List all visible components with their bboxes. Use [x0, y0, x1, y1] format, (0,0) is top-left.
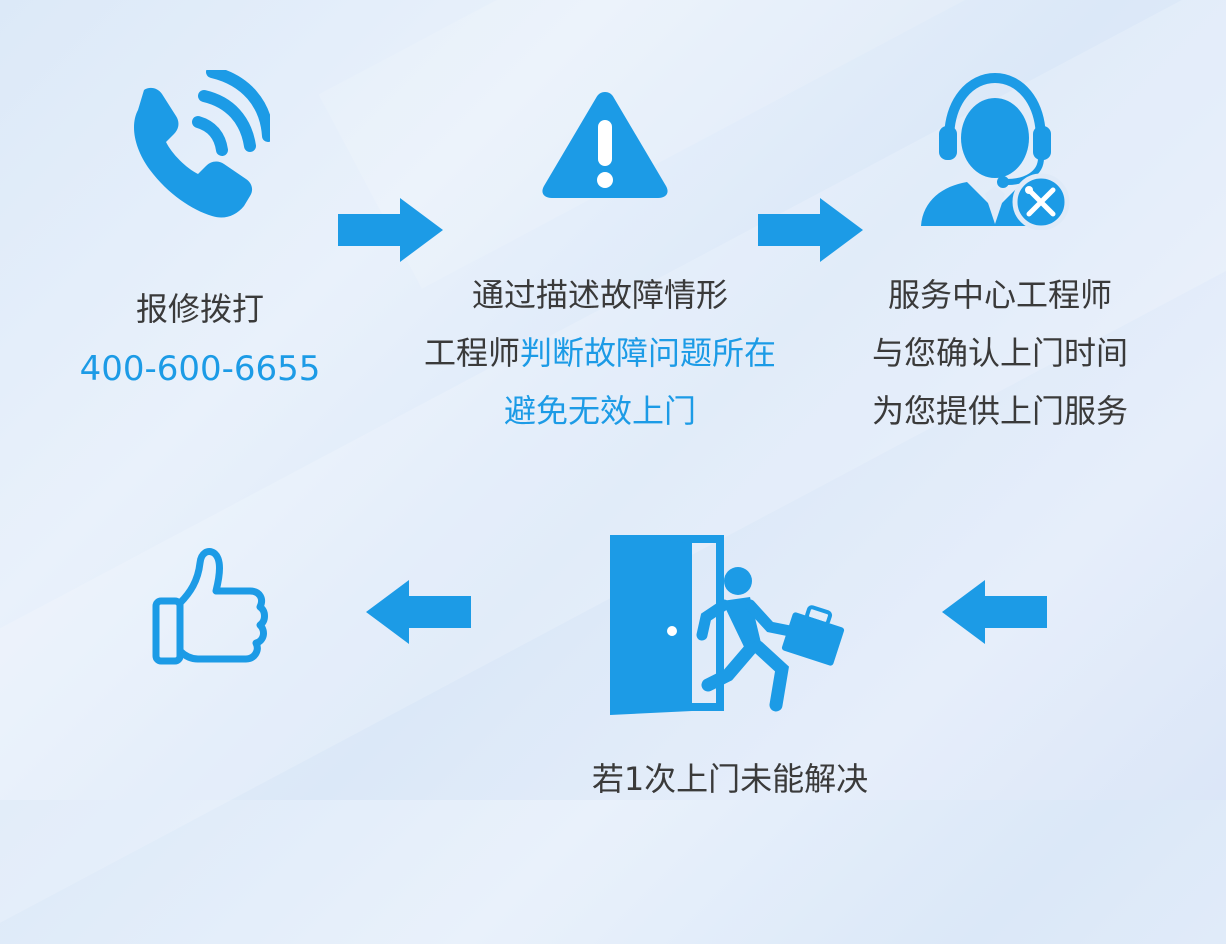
hotline-number: 400-600-6655 — [79, 349, 321, 389]
thumbs-up-icon — [150, 545, 270, 670]
warning-icon — [540, 88, 670, 200]
step3-line2: 与您确认上门时间 — [871, 334, 1128, 372]
phone-icon — [120, 70, 270, 220]
support-engineer-icon — [915, 70, 1075, 230]
step1-title: 报修拨打 — [135, 290, 264, 328]
step2-line2-dark: 工程师 — [423, 334, 520, 372]
step2-line3: 避免无效上门 — [503, 392, 696, 430]
step2-line2-blue: 判断故障问题所在 — [520, 334, 777, 372]
arrow-left-icon — [942, 580, 1047, 644]
step2-line1: 通过描述故障情形 — [471, 276, 728, 314]
arrow-right-icon — [338, 198, 443, 262]
step3-line1: 服务中心工程师 — [887, 276, 1112, 314]
step4-line1: 若1次上门未能解决 — [591, 760, 869, 798]
arrow-right-icon — [758, 198, 863, 262]
step2-line2: 工程师判断故障问题所在 — [380, 326, 820, 380]
arrow-left-icon — [366, 580, 471, 644]
person-exit-door-icon — [610, 535, 860, 715]
step3-line3: 为您提供上门服务 — [871, 392, 1128, 430]
